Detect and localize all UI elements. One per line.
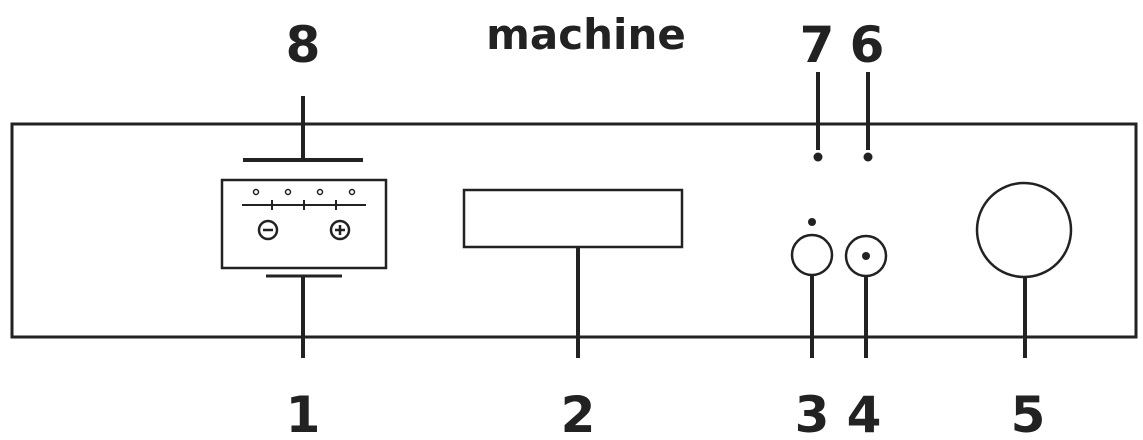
callout-2: 2 (561, 386, 596, 440)
indicator-dot (284, 188, 292, 196)
button-3-indicator-dot (808, 218, 816, 226)
display-window (462, 188, 684, 249)
button-4-center-dot (862, 252, 870, 260)
control-panel-outline (10, 122, 1138, 339)
selector-module (220, 178, 388, 270)
minus-button-icon (257, 219, 279, 241)
callout-6: 6 (850, 16, 885, 74)
selector-module-frame (220, 178, 388, 270)
callout-7: 7 (800, 16, 835, 74)
indicator-dot (252, 188, 260, 196)
diagram-title: machine (486, 10, 686, 59)
plus-button-icon (329, 219, 351, 241)
indicator-light-7 (813, 152, 823, 162)
callout-1: 1 (286, 386, 321, 440)
indicator-light-6 (863, 152, 873, 162)
callout-5: 5 (1011, 386, 1046, 440)
callout-8: 8 (286, 16, 321, 74)
button-3 (790, 233, 834, 277)
indicator-dot (348, 188, 356, 196)
callout-3: 3 (795, 386, 830, 440)
indicator-dot (316, 188, 324, 196)
callout-4: 4 (847, 386, 882, 440)
knob-5 (975, 181, 1073, 279)
